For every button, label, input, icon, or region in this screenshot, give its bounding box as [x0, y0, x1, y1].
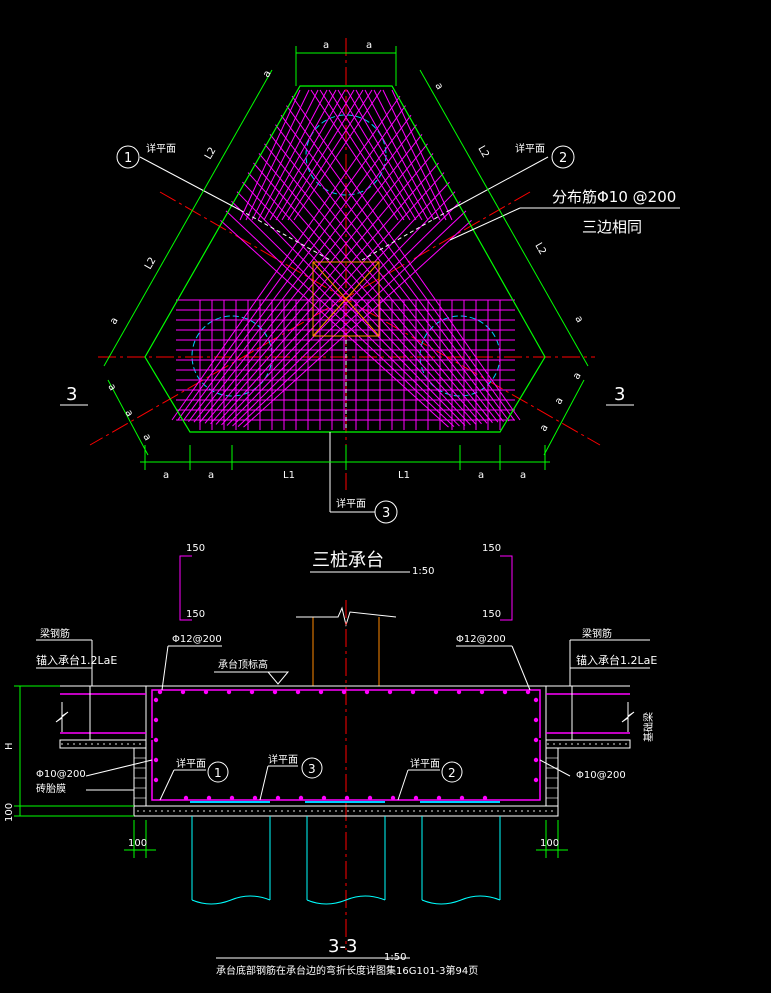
right-beam-label: 梁钢筋	[582, 627, 612, 640]
dim-l2-right-1: L2	[475, 144, 490, 160]
section-mark-left: 3	[66, 384, 77, 405]
dim-100-right: 100	[540, 838, 559, 849]
piles	[191, 816, 501, 905]
elevation-mark	[266, 671, 290, 685]
dim-a-lower-right-1: a	[571, 371, 584, 382]
dim-a-left-top: a	[261, 69, 274, 80]
dim-a-bottom-1: a	[163, 470, 169, 481]
hatch-dots	[61, 743, 627, 812]
dim-a-lower-left-2: a	[122, 408, 135, 419]
section-mark-right: 3	[614, 384, 625, 405]
section-rebar	[60, 689, 630, 801]
section-callout-num-1: 1	[214, 766, 222, 780]
dim-a-right-bottom: a	[572, 314, 585, 325]
section-callout-num-2: 2	[448, 766, 456, 780]
column-stub	[312, 617, 380, 686]
section-callout-circle-3	[301, 757, 323, 779]
dim-a-bottom-4: a	[520, 470, 526, 481]
dim-150-right-top: 150	[482, 543, 501, 554]
bed-strip	[133, 805, 559, 817]
dim-l1-left: L1	[283, 470, 295, 481]
beam-break-left	[55, 702, 69, 732]
section-bottom-note: 承台底部钢筋在承台边的弯折长度详图集16G101-3第94页	[216, 964, 478, 977]
top-bar-left: Φ12@200	[172, 634, 222, 645]
callout-circle-3	[374, 500, 398, 524]
beam-break-right	[621, 702, 635, 732]
section-callout-text-3: 详平面	[268, 753, 298, 766]
column-diag	[312, 261, 380, 337]
brick-lines	[134, 757, 558, 799]
brick-wall-left	[133, 747, 147, 807]
dim-a-lower-left-3: a	[140, 432, 153, 443]
section-title-scale: 1:50	[384, 952, 406, 963]
cap-outline	[144, 85, 546, 433]
dim-a-lower-right-3: a	[538, 423, 551, 434]
callout-num-3: 3	[382, 506, 390, 521]
dim-h: H	[4, 742, 15, 750]
section-view: 150 150 150 150	[4, 543, 657, 977]
dist-bar-note: 分布筋Φ10 @200	[552, 188, 676, 206]
dim-l2-right-2: L2	[532, 241, 547, 257]
section-leaders-text	[36, 639, 650, 801]
bracket-left	[179, 555, 192, 621]
dim-150-left-top: 150	[186, 543, 205, 554]
top-elev-label: 承台顶标高	[218, 658, 268, 671]
top-bar-right: Φ12@200	[456, 634, 506, 645]
plan-view: a a a a L1 L1 a a a L2 L2 a a L2 L2 a a …	[60, 38, 680, 524]
dim-a-bottom-2: a	[208, 470, 214, 481]
left-beam-label: 梁钢筋	[40, 627, 70, 640]
dimension-lines	[103, 46, 589, 470]
section-dims	[14, 685, 568, 858]
callout-text-1: 详平面	[146, 142, 176, 155]
ground-strip-right	[545, 739, 631, 749]
rebar-dots	[153, 689, 539, 801]
dim-a-lower-right-2: a	[553, 396, 566, 407]
dim-150-left-bottom: 150	[186, 609, 205, 620]
callout-text-3: 详平面	[336, 497, 366, 510]
callout-circle-2	[551, 145, 575, 169]
dim-l1-right: L1	[398, 470, 410, 481]
dim-a-right-top: a	[432, 81, 445, 92]
callout-leaders	[139, 156, 680, 513]
section-callout-circle-1	[207, 761, 229, 783]
dim-100-left: 100	[128, 838, 147, 849]
right-anchor-note: 锚入承台1.2LaE	[576, 653, 657, 667]
dim-a-top-right: a	[366, 40, 372, 51]
right-beam-vertical: 基础梁	[642, 712, 655, 742]
brick-wall-right	[545, 747, 559, 807]
dim-l2-left-1: L2	[203, 146, 218, 162]
section-callout-circle-2	[441, 761, 463, 783]
callout-num-1: 1	[124, 151, 132, 166]
bracket-right	[500, 555, 513, 621]
side-bar-left: Φ10@200	[36, 769, 86, 780]
plan-title: 三桩承台 1:50	[310, 550, 434, 577]
dim-a-bottom-3: a	[478, 470, 484, 481]
side-bar-right: Φ10@200	[576, 770, 626, 781]
three-sides-note: 三边相同	[582, 218, 642, 236]
dim-100-vert: 100	[4, 803, 15, 822]
section-callout-text-1: 详平面	[176, 757, 206, 770]
brick-label: 砖胎膜	[36, 782, 66, 795]
callout-text-2: 详平面	[515, 142, 545, 155]
dim-150-right-bottom: 150	[482, 609, 501, 620]
dim-a-left-bottom: a	[108, 316, 121, 327]
plan-title-scale: 1:50	[412, 566, 434, 577]
break-line	[296, 606, 397, 627]
dim-a-top-left: a	[323, 40, 329, 51]
dim-l2-left-2: L2	[143, 256, 158, 272]
plan-title-name: 三桩承台	[312, 550, 384, 571]
section-callout-text-2: 详平面	[410, 757, 440, 770]
column-outline	[312, 261, 380, 337]
callout-num-2: 2	[559, 151, 567, 166]
left-anchor-note: 锚入承台1.2LaE	[36, 653, 117, 667]
section-callout-num-3: 3	[308, 762, 316, 776]
section-title: 3-3	[328, 936, 357, 957]
dim-a-lower-left-1: a	[105, 382, 118, 393]
section-leaders	[239, 209, 451, 430]
callout-circle-1	[116, 145, 140, 169]
